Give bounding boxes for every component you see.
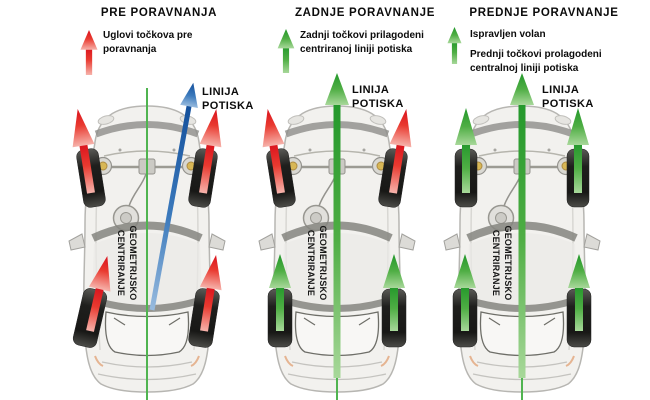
left-mirror xyxy=(68,233,86,251)
bullet-zadnje-poravnanje: Zadnji točkovi prilagodeni centriranoj l… xyxy=(300,30,424,55)
headlight xyxy=(287,115,305,125)
bullet-prednji-tockovi: Prednji točkovi prolagodeni centralnoj l… xyxy=(470,49,602,74)
red-wheel-arrow xyxy=(199,254,222,332)
zadnje-poravnanje-car xyxy=(258,73,416,400)
car-diagram-pre-poravnanja xyxy=(62,60,232,400)
green-wheel-arrow xyxy=(454,254,476,331)
thrust-line-label: LINIJA POTISKA xyxy=(542,84,594,110)
car-diagram-zadnje-poravnanje xyxy=(252,60,422,400)
tail-light xyxy=(94,355,104,367)
wipers xyxy=(113,317,181,326)
tail-light xyxy=(284,355,294,367)
thrust-line-label: LINIJA POTISKA xyxy=(202,86,254,112)
right-mirror xyxy=(583,233,601,251)
green-thrust-arrow xyxy=(325,73,349,400)
wipers xyxy=(303,317,371,326)
wipers xyxy=(488,317,556,326)
right-mirror xyxy=(398,233,416,251)
headlight xyxy=(369,115,387,125)
thrust-line-label: LINIJA POTISKA xyxy=(352,84,404,110)
tail-light xyxy=(190,355,200,367)
section-title-zadnje-poravnanje: ZADNJE PORAVNANJE xyxy=(294,7,436,19)
green-up-arrow-icon xyxy=(447,27,462,64)
headlight xyxy=(472,115,490,125)
red-wheel-arrow xyxy=(262,109,285,194)
green-wheel-arrow xyxy=(269,254,291,331)
left-mirror xyxy=(258,233,276,251)
red-up-arrow-icon xyxy=(80,30,98,75)
prednje-poravnanje-car xyxy=(443,73,601,400)
green-wheel-arrow xyxy=(455,108,477,193)
geometric-centering-label: GEOMETRIJSKO CENTRIRANJE xyxy=(116,225,138,301)
red-wheel-arrow xyxy=(199,109,222,194)
headlight xyxy=(97,115,115,125)
geometric-centering-label: GEOMETRIJSKO CENTRIRANJE xyxy=(306,225,328,301)
section-title-prednje-poravnanje: PREDNJE PORAVNANJE xyxy=(469,7,619,19)
section-title-pre-poravnanja: PRE PORAVNANJA xyxy=(100,7,218,19)
tail-light xyxy=(380,355,390,367)
red-wheel-arrow xyxy=(72,109,95,194)
bullet-pre-poravnanja: Uglovi točkova pre poravnanja xyxy=(103,30,193,55)
green-center-line xyxy=(146,88,148,400)
red-wheel-arrow xyxy=(389,109,412,194)
pre-poravnanja-car xyxy=(68,82,226,400)
tail-light xyxy=(469,355,479,367)
headlight xyxy=(554,115,572,125)
green-wheel-arrow xyxy=(567,108,589,193)
tail-light xyxy=(565,355,575,367)
bullet-ispravljen-volan: Ispravljen volan xyxy=(470,29,546,40)
suspension-detail xyxy=(93,148,201,232)
left-mirror xyxy=(443,233,461,251)
geometric-centering-label: GEOMETRIJSKO CENTRIRANJE xyxy=(491,225,513,301)
green-thrust-arrow xyxy=(510,73,534,400)
green-wheel-arrow xyxy=(568,254,590,331)
red-wheel-arrow xyxy=(86,255,111,332)
blue-thrust-arrow xyxy=(149,82,198,311)
green-up-arrow-icon xyxy=(277,29,295,73)
right-mirror xyxy=(208,233,226,251)
car-diagram-prednje-poravnanje xyxy=(437,60,607,400)
green-wheel-arrow xyxy=(383,254,405,331)
